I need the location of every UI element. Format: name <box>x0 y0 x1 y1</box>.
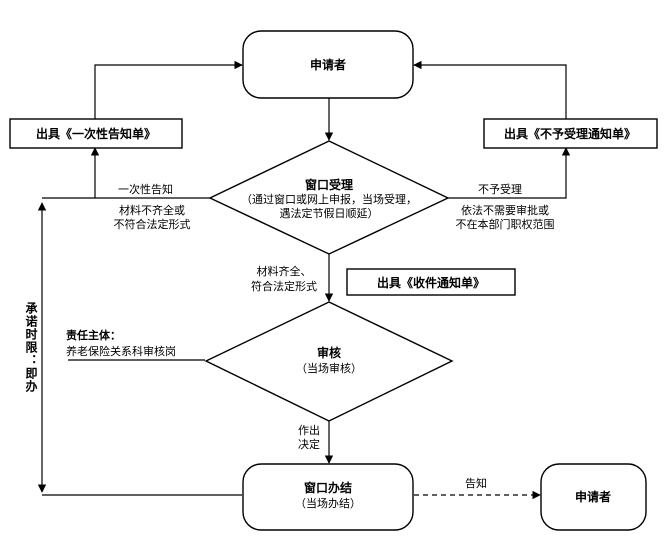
node-applicant-top <box>242 30 414 99</box>
node-receipt-notice <box>346 268 516 296</box>
label-incomplete-2: 不符合法定形式 <box>114 217 191 231</box>
text-review-sub: （当场审核） <box>296 361 362 375</box>
text-window-accept-line1: （通过窗口或网上申报，当场受理， <box>241 192 417 206</box>
node-reject-notice <box>483 118 658 149</box>
node-window-done <box>242 463 414 531</box>
arrow-once-notice-to-applicant <box>94 60 243 119</box>
label-complete-2: 符合法定形式 <box>251 279 317 293</box>
label-decide-2: 决定 <box>298 437 320 451</box>
label-responsible-title: 责任主体： <box>66 328 121 342</box>
text-window-done-title: 窗口办结 <box>304 480 352 495</box>
node-applicant-bottom <box>540 463 647 531</box>
label-incomplete-1: 材料不齐全或 <box>119 203 185 217</box>
arrow-reject-notice-to-applicant <box>413 60 567 119</box>
arrow-accept-to-reject-notice <box>447 147 571 199</box>
label-responsible-dept: 养老保险关系科审核岗 <box>66 344 176 358</box>
text-window-accept-title: 窗口受理 <box>305 177 353 192</box>
label-inform: 告知 <box>465 476 487 490</box>
label-once-notice: 一次性告知 <box>118 182 173 196</box>
label-reject-reason-2: 不在本部门职权范围 <box>456 217 555 231</box>
text-applicant-bottom: 申请者 <box>575 489 611 504</box>
label-reject: 不予受理 <box>478 183 522 196</box>
node-once-notice <box>9 118 183 149</box>
node-window-accept <box>208 140 450 255</box>
text-window-done-sub: （当场办结） <box>295 496 361 510</box>
label-decide-1: 作出 <box>298 423 320 437</box>
label-complete-1: 材料齐全、 <box>257 264 312 278</box>
text-once-notice: 出具《一次性告知单》 <box>36 126 156 141</box>
text-reject-notice: 出具《不予受理通知单》 <box>504 126 636 141</box>
connectors <box>37 60 571 500</box>
node-review <box>204 301 454 422</box>
text-window-accept-line2: 遇法定节假日顺延） <box>280 206 379 220</box>
text-applicant-top: 申请者 <box>310 57 346 72</box>
label-promise-time: 承诺时限：即办 <box>24 302 38 393</box>
label-reject-reason-1: 依法不需要审批或 <box>461 203 549 217</box>
text-review-title: 审核 <box>317 345 341 360</box>
text-receipt-notice: 出具《收件通知单》 <box>377 275 485 290</box>
